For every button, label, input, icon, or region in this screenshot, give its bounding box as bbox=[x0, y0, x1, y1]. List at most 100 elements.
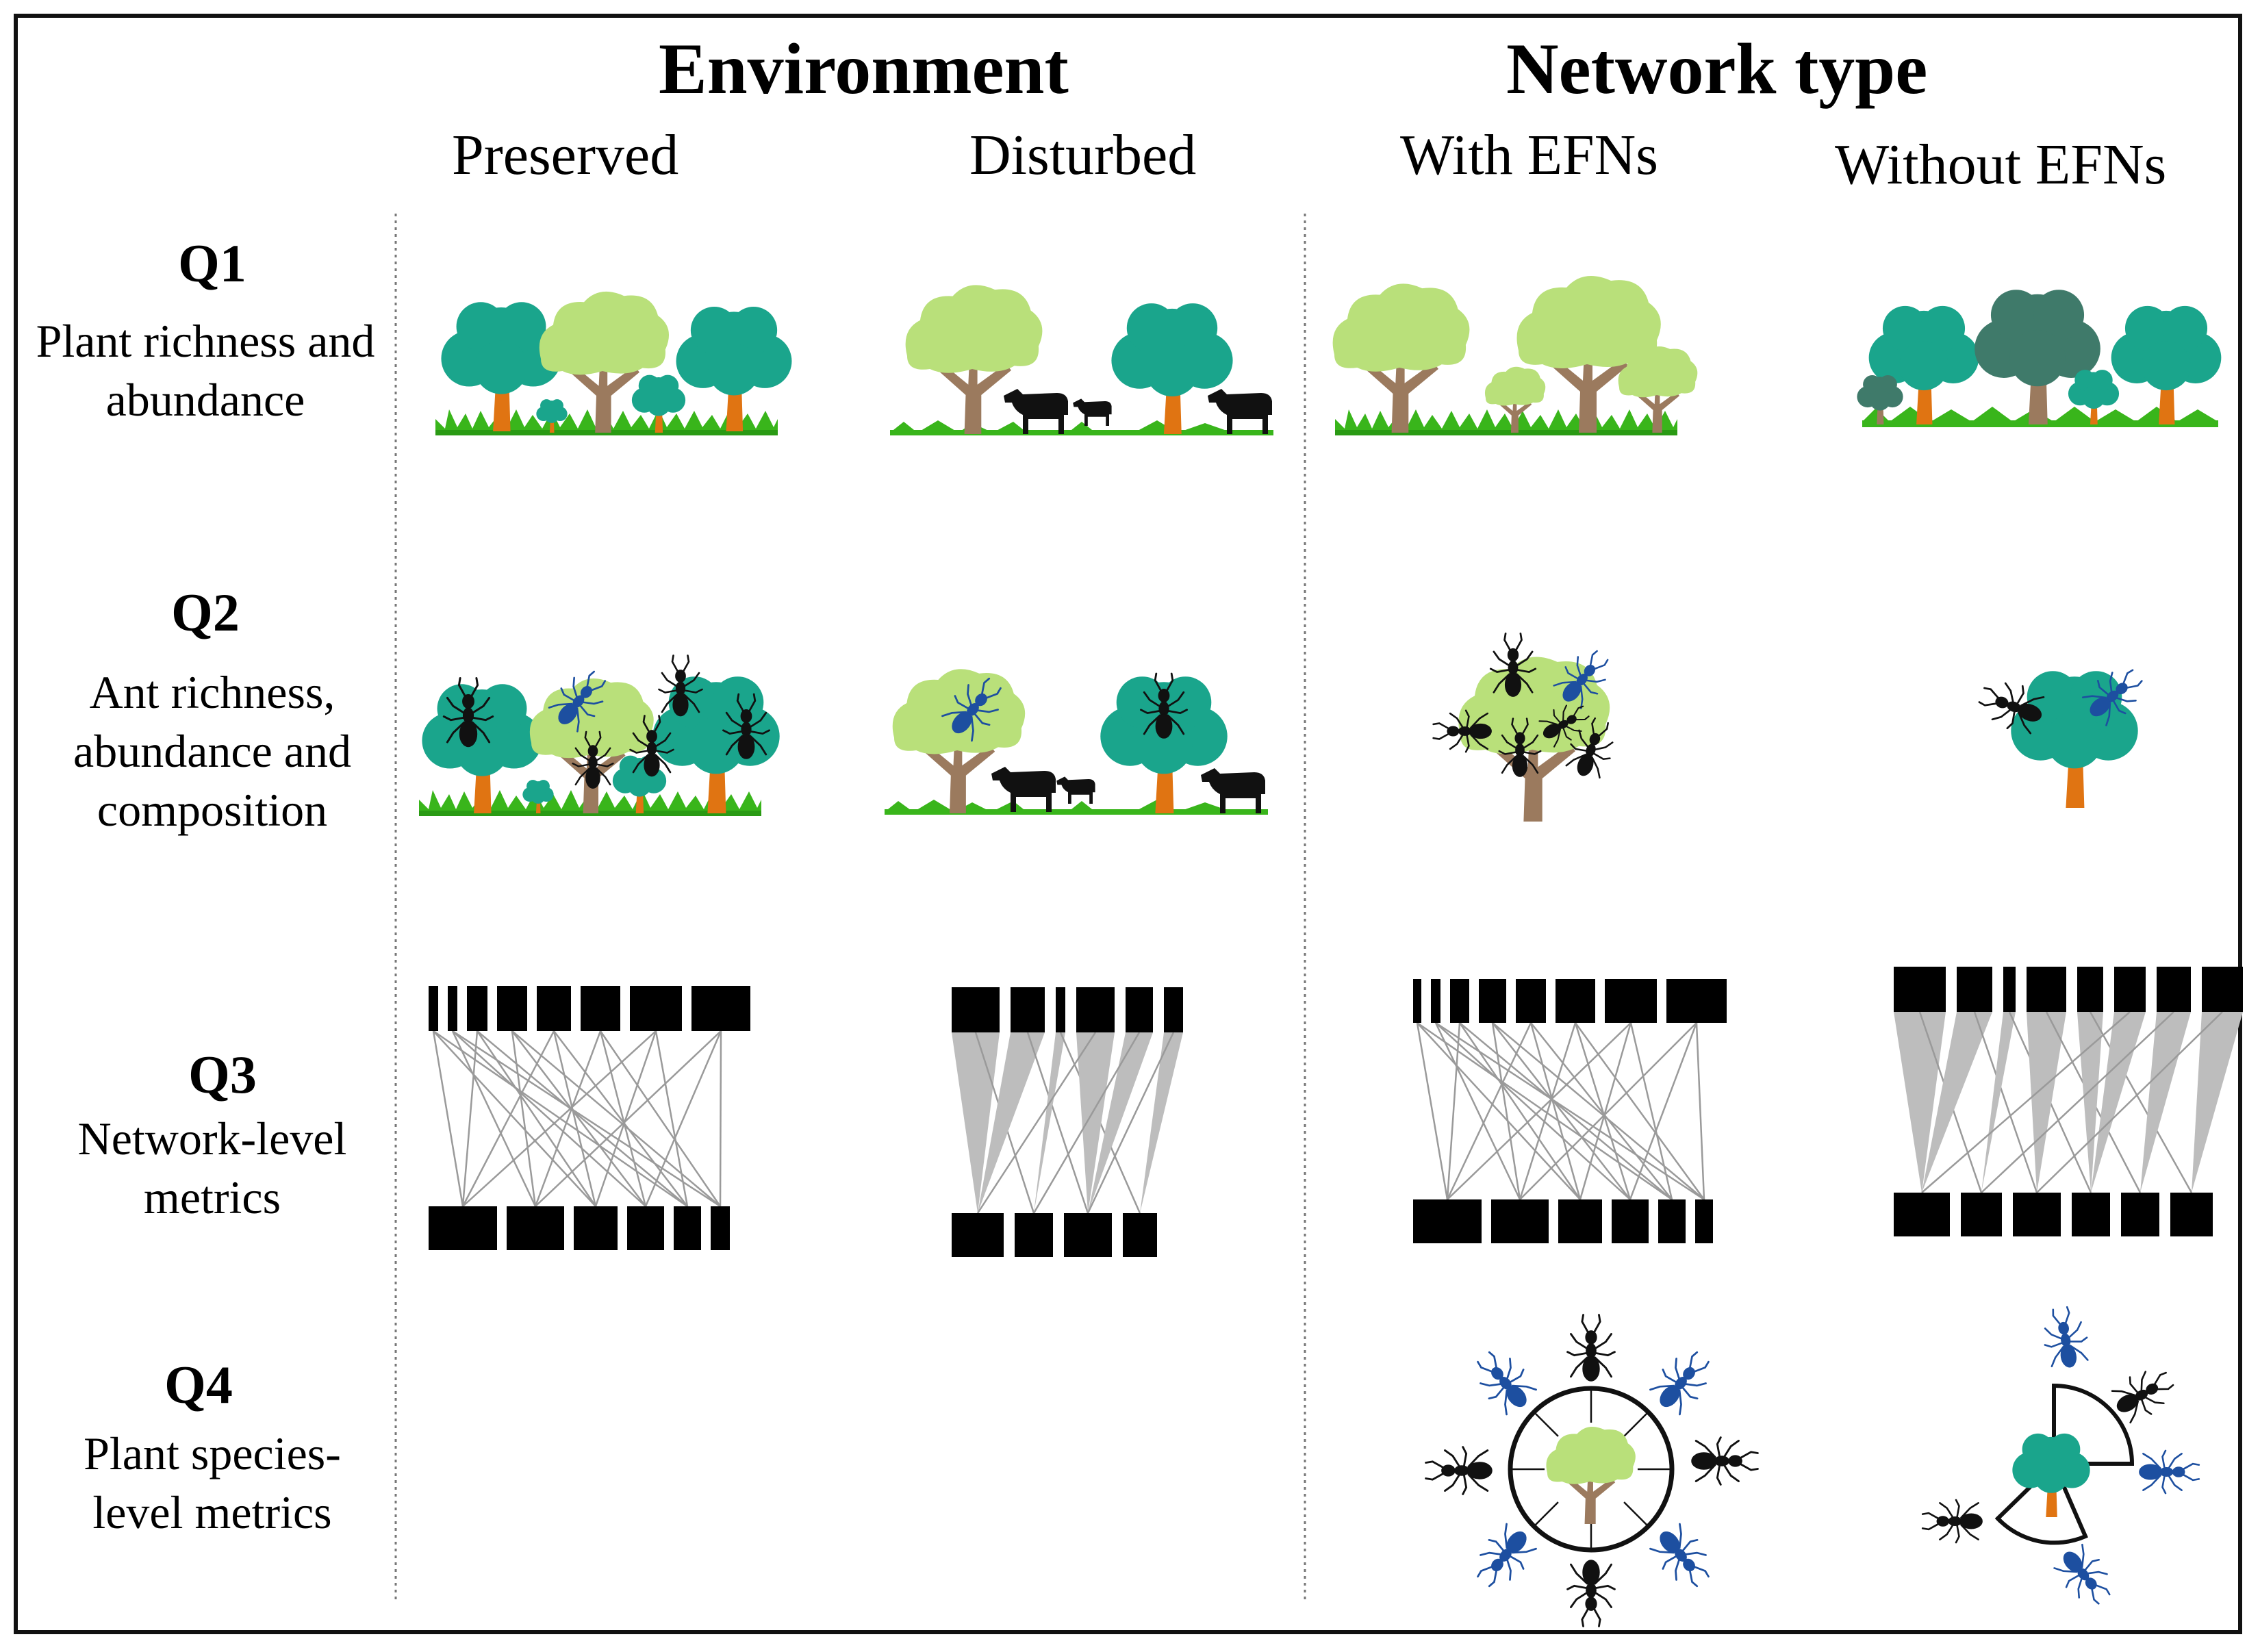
network-node-top bbox=[581, 986, 620, 1031]
network-node-bottom bbox=[1894, 1193, 1950, 1236]
network-link bbox=[553, 1030, 597, 1207]
network-link bbox=[511, 1030, 721, 1207]
network-link bbox=[644, 1030, 722, 1207]
network-link bbox=[1981, 1012, 2016, 1193]
network-link bbox=[1492, 1022, 1705, 1200]
network-node-top bbox=[2077, 967, 2103, 1012]
network-link bbox=[477, 1030, 688, 1207]
network-link bbox=[1922, 1012, 1992, 1193]
row-q1-id: Q1 bbox=[178, 233, 246, 293]
network-node-top bbox=[1556, 979, 1595, 1023]
network-node-top bbox=[630, 986, 682, 1031]
row-q3-label: Network-level metrics bbox=[77, 1113, 347, 1223]
q3-with-efns-network bbox=[1413, 979, 1727, 1243]
network-node-bottom bbox=[507, 1206, 564, 1250]
network-link bbox=[1491, 1022, 1521, 1200]
network-node-top bbox=[1056, 987, 1065, 1032]
network-link bbox=[599, 1030, 722, 1207]
network-node-top bbox=[2003, 967, 2016, 1012]
network-link bbox=[1492, 1022, 1631, 1200]
network-link bbox=[1435, 1022, 1631, 1200]
network-link bbox=[1519, 1022, 1577, 1200]
network-node-bottom bbox=[1413, 1199, 1482, 1243]
q1-disturbed-scene bbox=[890, 285, 1273, 435]
network-node-bottom bbox=[1491, 1199, 1549, 1243]
network-link bbox=[1529, 1022, 1582, 1200]
network-link bbox=[2091, 1012, 2146, 1193]
network-node-bottom bbox=[2072, 1193, 2110, 1236]
network-node-top bbox=[1605, 979, 1657, 1023]
networks-group bbox=[429, 967, 2243, 1257]
network-link bbox=[1973, 1011, 2038, 1193]
network-link bbox=[1519, 1022, 1697, 1200]
network-node-top bbox=[429, 986, 438, 1031]
row-q2-id: Q2 bbox=[171, 583, 240, 642]
q1-preserved-scene bbox=[435, 291, 792, 435]
network-link bbox=[1446, 1022, 1461, 1200]
network-node-top bbox=[1076, 987, 1115, 1032]
network-link bbox=[461, 1030, 555, 1207]
network-link bbox=[952, 1032, 1000, 1213]
network-node-top bbox=[1413, 979, 1421, 1023]
network-node-top bbox=[1011, 987, 1045, 1032]
network-link bbox=[1087, 1032, 1175, 1214]
network-node-top bbox=[1516, 979, 1546, 1023]
network-node-top bbox=[1957, 967, 1992, 1012]
network-link bbox=[2027, 1012, 2066, 1193]
network-link bbox=[1026, 1032, 1089, 1214]
row-q3-id: Q3 bbox=[188, 1045, 257, 1104]
network-link bbox=[1629, 1022, 1698, 1200]
network-link bbox=[1417, 1022, 1581, 1200]
network-link bbox=[1458, 1022, 1582, 1200]
network-node-top bbox=[691, 986, 750, 1031]
network-link bbox=[1894, 1012, 1946, 1193]
network-node-top bbox=[537, 986, 571, 1031]
q2-preserved-scene bbox=[419, 656, 780, 816]
network-node-bottom bbox=[2121, 1193, 2159, 1236]
network-node-bottom bbox=[1064, 1213, 1112, 1257]
network-link bbox=[1076, 1032, 1115, 1213]
network-link bbox=[2036, 1011, 2223, 1193]
column-with-efns: With EFNs bbox=[1400, 123, 1658, 187]
network-link bbox=[2089, 1011, 2193, 1193]
network-node-top bbox=[1479, 979, 1506, 1023]
network-node-bottom bbox=[1612, 1199, 1649, 1243]
network-node-bottom bbox=[952, 1213, 1004, 1257]
network-link bbox=[535, 1030, 722, 1207]
network-node-bottom bbox=[2013, 1193, 2061, 1236]
figure-frame bbox=[14, 14, 2242, 1634]
network-link bbox=[553, 1030, 688, 1207]
network-node-bottom bbox=[1015, 1213, 1053, 1257]
network-node-top bbox=[1164, 987, 1183, 1032]
q4-without-efns-scene bbox=[1922, 1305, 2199, 1613]
network-node-top bbox=[1894, 967, 1946, 1012]
network-node-bottom bbox=[2170, 1193, 2213, 1236]
network-link bbox=[2077, 1012, 2103, 1193]
network-link bbox=[655, 1030, 689, 1207]
network-node-top bbox=[1450, 979, 1469, 1023]
network-link bbox=[1695, 1022, 1705, 1200]
q1-without-efns-scene bbox=[1857, 290, 2222, 427]
network-link bbox=[1921, 1011, 2131, 1193]
q4-with-efns-scene bbox=[1426, 1315, 1758, 1627]
network-node-bottom bbox=[1695, 1199, 1713, 1243]
network-link bbox=[1032, 1032, 1141, 1214]
network-link bbox=[599, 1030, 647, 1207]
q2-without-efns-scene bbox=[1974, 659, 2150, 808]
network-node-bottom bbox=[1658, 1199, 1686, 1243]
network-link bbox=[511, 1030, 537, 1207]
network-node-top bbox=[497, 986, 527, 1031]
network-node-top bbox=[2027, 967, 2066, 1012]
q1-with-efns-scene bbox=[1332, 275, 1698, 435]
network-link bbox=[1140, 1032, 1183, 1213]
network-link bbox=[1629, 1022, 1673, 1200]
row-q2-label: Ant richness, abundance and composition bbox=[73, 666, 351, 836]
network-link bbox=[976, 1032, 1097, 1214]
network-link bbox=[432, 1030, 464, 1207]
network-link bbox=[462, 1030, 657, 1207]
q3-preserved-network bbox=[429, 986, 750, 1250]
network-link bbox=[511, 1030, 646, 1207]
network-link bbox=[1981, 1011, 2174, 1193]
network-link bbox=[1459, 1022, 1673, 1200]
